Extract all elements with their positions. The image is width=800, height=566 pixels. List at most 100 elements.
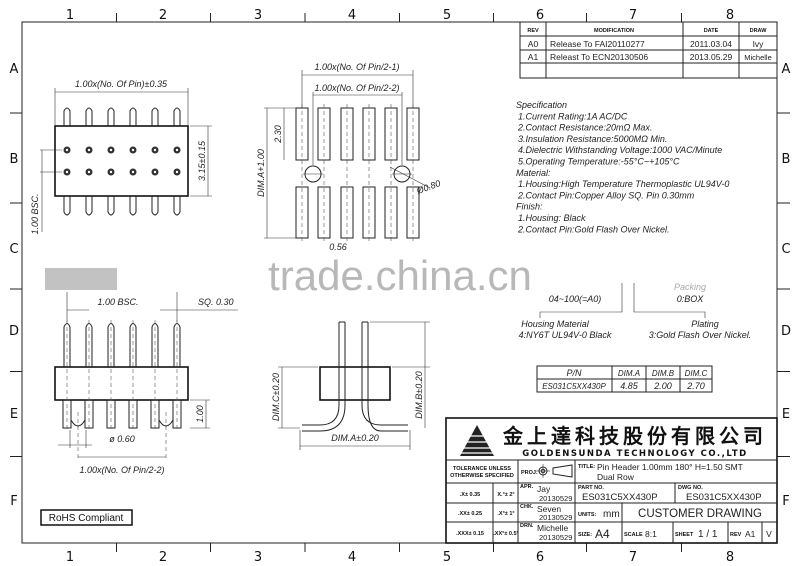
top-view: 1.00x(No. Of Pin)±0.35 3.15±0.15 1.00 BS… — [30, 79, 212, 235]
drawn-label: DRN. — [520, 523, 534, 529]
pitch-dimension: 1.00 BSC. — [97, 297, 138, 307]
spec-line: 2.Contact Pin:Gold Flash Over Nickel. — [517, 224, 670, 234]
column-label: 5 — [443, 550, 451, 565]
spec-line: 5.Operating Temperature:-55°C~+105°C — [518, 157, 680, 167]
housing-outline — [54, 125, 189, 197]
drawing-title: Pin Header 1.00mm 180° H=1.50 SMT — [597, 462, 743, 472]
pn-cell: ES031C5XX430P — [542, 382, 606, 391]
square-pin-dimension: SQ. 0.30 — [198, 297, 234, 307]
pin — [129, 107, 137, 126]
pin — [107, 196, 115, 216]
revision: A1 — [745, 529, 756, 539]
plating-code: 3:Gold Flash Over Nickel. — [649, 330, 752, 340]
column-label: 3 — [254, 550, 262, 565]
pin-count-code: 04~100(=A0) — [549, 294, 602, 304]
dim-b-cell: 2.00 — [653, 381, 672, 391]
pin — [173, 107, 181, 126]
v-mark: V — [766, 529, 772, 539]
spec-line: 1.Housing:High Temperature Thermoplastic… — [518, 179, 729, 189]
dim-b-header: DIM.B — [652, 369, 675, 378]
locating-post — [158, 400, 174, 427]
row-label: F — [10, 494, 17, 509]
approved-date: 20130529 — [539, 494, 572, 503]
row-label: D — [9, 324, 19, 339]
rev-label: REV — [730, 532, 742, 538]
approved-name: Jay — [537, 484, 551, 494]
dwg-no: ES031C5XX430P — [686, 492, 762, 503]
checked-name: Seven — [537, 504, 561, 514]
approved-label: APR. — [520, 484, 534, 490]
dim-c-cell: 2.70 — [686, 381, 705, 391]
plating-label: Plating — [691, 319, 719, 329]
row-label: C — [781, 242, 790, 257]
spec-line: 1.Housing: Black — [518, 213, 586, 223]
spec-line: Material: — [516, 168, 551, 178]
column-label: 1 — [66, 8, 74, 23]
row-label: E — [10, 407, 18, 422]
dim-a-cell: 4.85 — [620, 381, 639, 391]
column-label: 1 — [66, 550, 74, 565]
housing-outline — [319, 366, 391, 401]
company-name-cn: 金上達科技股份有限公司 — [502, 424, 767, 448]
tolerance-linear: .X± 0.35 — [460, 492, 480, 498]
drawing-type: CUSTOMER DRAWING — [638, 508, 762, 520]
packing-code: 0:BOX — [677, 294, 705, 304]
date-cell: 2011.03.04 — [690, 39, 732, 49]
part-no-label: PART NO. — [578, 485, 604, 491]
pin — [107, 107, 115, 126]
column-label: 3 — [254, 8, 262, 23]
pin — [63, 107, 71, 126]
dim-c: DIM.C±0.20 — [271, 373, 281, 421]
tolerance-angular: .X°± 1° — [497, 511, 514, 517]
rohs-label: RoHS Compliant — [49, 513, 124, 524]
title-label: TITLE: — [578, 464, 595, 470]
row-label: A — [10, 62, 19, 77]
pitch-dimension: 1.00 BSC. — [30, 193, 40, 234]
pin — [85, 196, 93, 216]
part-code-breakdown: 04~100(=A0) Packing 0:BOX Housing Materi… — [519, 282, 752, 340]
pcb-footprint-view: 1.00x(No. Of Pin/2-1) 1.00x(No. Of Pin/2… — [256, 62, 442, 252]
draw-header: DRAW — [750, 28, 768, 34]
row-label: C — [9, 242, 18, 257]
checked-date: 20130529 — [539, 513, 572, 522]
checked-label: CHK. — [520, 504, 534, 510]
pad-width-dimension: 0.56 — [329, 242, 347, 252]
pin — [85, 107, 93, 126]
draw-cell: Ivy — [753, 39, 765, 49]
packing-label: Packing — [674, 282, 706, 292]
dim-b: DIM.B±0.20 — [414, 371, 424, 418]
units-label: UNITS: — [578, 512, 597, 518]
locating-post — [70, 400, 86, 427]
column-label: 7 — [629, 550, 637, 565]
row-label: B — [10, 152, 19, 167]
tolerance-label: TOLERANCE UNLESS — [453, 466, 511, 472]
column-label: 4 — [348, 8, 356, 23]
total-dimension: DIM.A+1.00 — [256, 149, 266, 197]
housing-outline — [54, 366, 189, 401]
revision-table: REV MODIFICATION DATE DRAW A0 Release To… — [519, 21, 778, 79]
company-logo — [456, 425, 494, 456]
date-cell: 2013.05.29 — [690, 52, 733, 62]
tolerance-linear: .XXX± 0.15 — [456, 531, 484, 537]
sheet: 1 / 1 — [698, 529, 718, 540]
post-height-dimension: 1.00 — [195, 405, 205, 423]
part-no: ES031C5XX430P — [582, 492, 658, 503]
spec-line: 4.Dielectric Withstanding Voltage:1000 V… — [518, 145, 722, 155]
rohs-box — [40, 509, 133, 526]
pin — [63, 196, 71, 216]
pn-table: P/N DIM.A DIM.B DIM.C ES031C5XX430P 4.85… — [536, 365, 713, 393]
sheet-label: SHEET — [675, 532, 694, 538]
dim-c-header: DIM.C — [685, 369, 708, 378]
drawn-date: 20130529 — [539, 533, 572, 542]
tolerance-angular: X.°± 2° — [497, 492, 514, 498]
housing-material-code: 4:NY6T UL94V-0 Black — [519, 330, 612, 340]
column-label: 8 — [726, 8, 734, 23]
rev-header: REV — [527, 28, 539, 34]
dim-a: DIM.A±0.20 — [331, 433, 378, 443]
pad-length-dimension: 2.30 — [273, 125, 283, 144]
modification-cell: Releast To ECN20130506 — [550, 52, 648, 62]
pin — [151, 196, 159, 216]
size-label: SIZE: — [578, 532, 592, 538]
